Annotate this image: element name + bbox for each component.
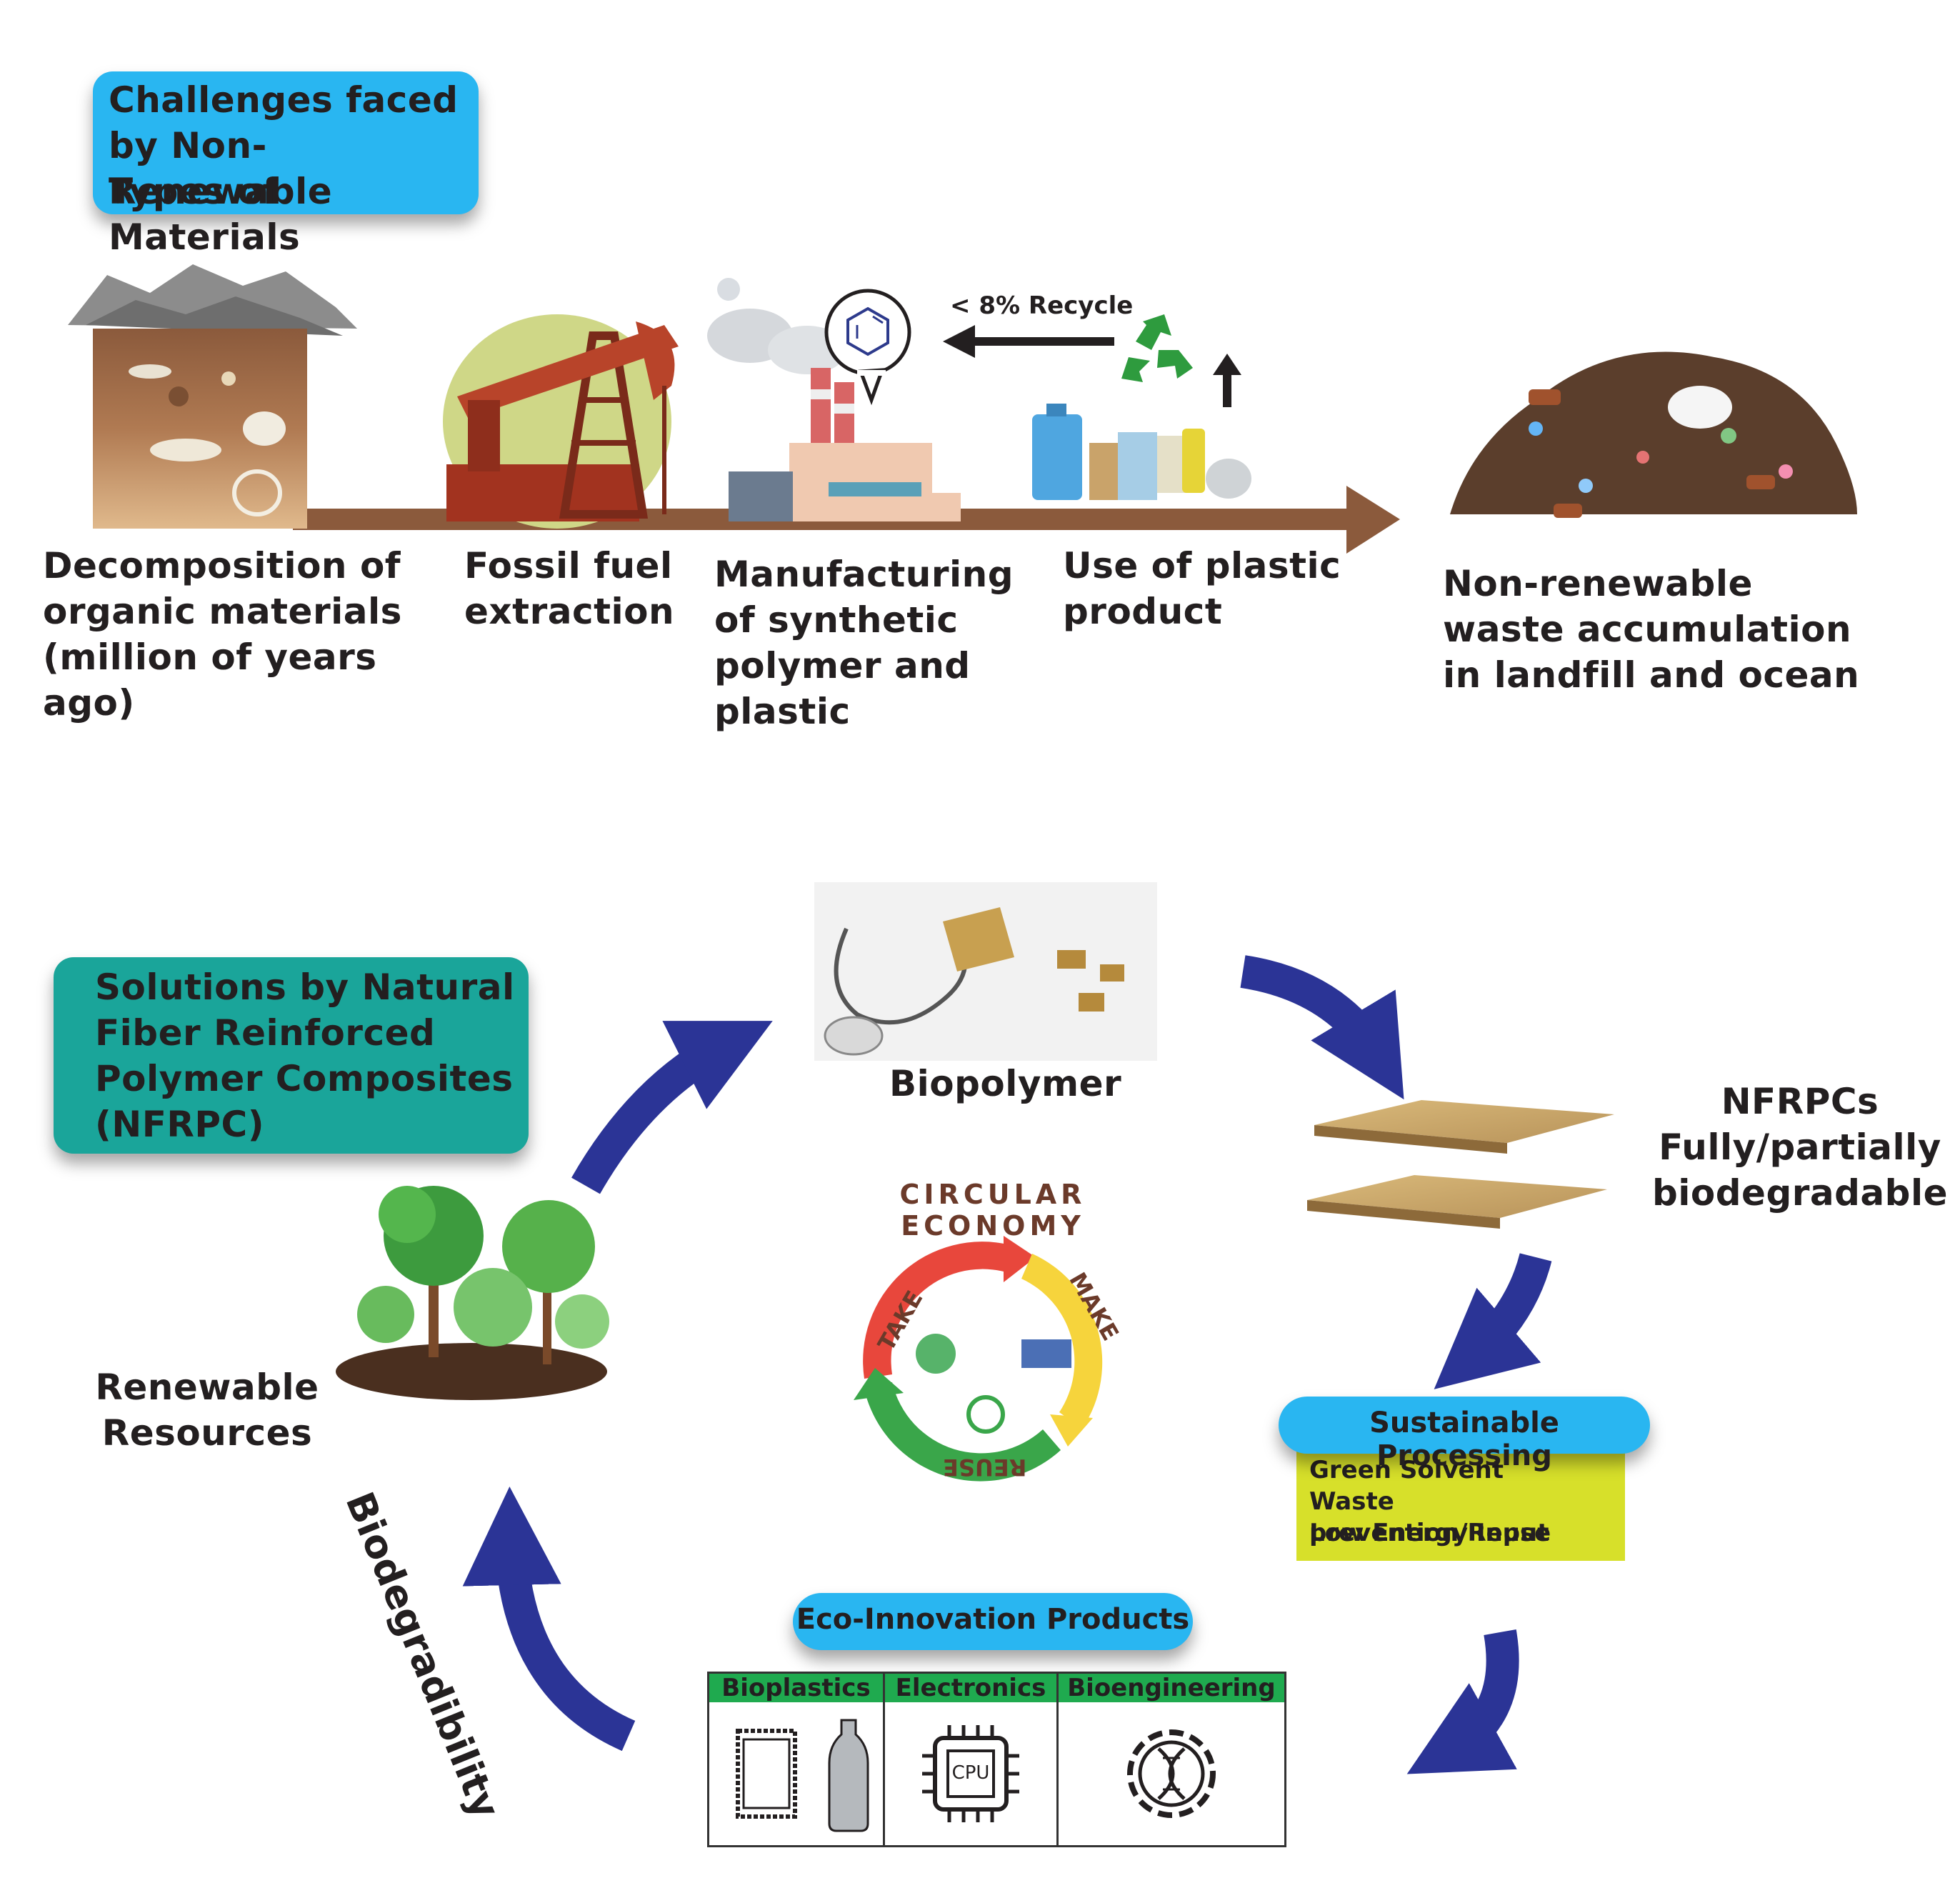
sustainable-item-1: Green Solvent: [1309, 1456, 1504, 1484]
renewable-resources-label: Renewable Resources: [89, 1364, 325, 1456]
nfrpc-line-3: biodegradable: [1651, 1172, 1949, 1214]
recycle-return-arrow: [943, 325, 1114, 358]
bag-and-bottle-icon: [736, 1719, 869, 1832]
stage-decomposition-line-2: organic materials: [43, 591, 402, 632]
landfill-heap-illustration: [1450, 351, 1857, 518]
solutions-title-line-1: Solutions by Natural: [95, 967, 515, 1008]
sustainable-processing-box: Green Solvent Waste prevention/Reuse Low…: [1296, 1450, 1625, 1561]
eco-col-bioplastics: [709, 1702, 885, 1845]
biopolymer-label: Biopolymer: [889, 1063, 1122, 1104]
stage-waste-line-2: waste accumulation: [1443, 609, 1852, 650]
challenges-title-line-3: Types of Materials: [109, 171, 301, 258]
stage-manufacturing-line-3: polymer and: [714, 645, 971, 686]
circular-economy-title: CIRCULAR ECONOMY: [899, 1179, 1086, 1242]
eco-products-table: Bioplastics Electronics Bioengineering C…: [707, 1672, 1286, 1847]
stage-decomposition-line-4: ago): [43, 682, 135, 724]
solutions-title-box: Solutions by Natural Fiber Reinforced Po…: [54, 957, 529, 1154]
stage-manufacturing-line-4: plastic: [714, 691, 851, 732]
solutions-title-line-3: Polymer Composites: [95, 1058, 514, 1099]
cycle-arrows: [462, 955, 1552, 1774]
ce-reuse-label: REUSE: [943, 1454, 1027, 1481]
eco-col-electronics-header: Electronics: [885, 1674, 1059, 1702]
sustainable-processing-title-text: Sustainable Processing: [1369, 1407, 1559, 1472]
fossil-soil-illustration: [68, 264, 357, 529]
nfrpc-line-1: NFRPCs: [1721, 1081, 1879, 1122]
dna-gear-icon: [1127, 1729, 1216, 1818]
cpu-chip-icon: [922, 1725, 1019, 1822]
challenges-title-box: Challenges faced by Non-Renewable Types …: [93, 71, 479, 258]
up-arrow: [1213, 354, 1241, 407]
solutions-title-line-4: (NFRPC): [95, 1104, 265, 1145]
eco-innovation-title-text: Eco-Innovation Products: [796, 1603, 1190, 1636]
benzene-bubble: [824, 289, 911, 406]
eco-col-bioengineering-header: Bioengineering: [1059, 1674, 1284, 1702]
stage-decomposition-line-3: (million of years: [43, 636, 377, 678]
circular-economy-ring: [854, 1236, 1103, 1482]
stage-fossil-extraction: Fossil fuel extraction: [464, 543, 674, 634]
eco-col-bioengineering: [1059, 1702, 1284, 1845]
challenges-title-line-1: Challenges faced: [109, 79, 459, 121]
stage-waste-line-3: in landfill and ocean: [1443, 654, 1860, 696]
challenges-title-line-2: by Non-Renewable: [109, 125, 333, 212]
cpu-label: CPU: [951, 1762, 990, 1784]
stage-waste-accumulation: Non-renewable waste accumulation in land…: [1443, 561, 1859, 698]
forest-illustration: [336, 1186, 609, 1400]
eco-col-electronics: CPU: [885, 1702, 1059, 1845]
stage-use-line-2: product: [1063, 591, 1223, 632]
factory-illustration: [707, 278, 961, 521]
plastic-products-illustration: [1032, 404, 1251, 500]
renewable-line-1: Renewable: [95, 1367, 319, 1408]
stage-manufacturing: Manufacturing of synthetic polymer and p…: [714, 551, 1014, 734]
stage-use-plastic: Use of plastic product: [1063, 543, 1341, 634]
nfrpc-line-2: Fully/partially: [1659, 1127, 1941, 1168]
nfrpc-panels-illustration: [1307, 1100, 1614, 1229]
stage-fossil-line-1: Fossil fuel: [464, 545, 673, 586]
pumpjack-illustration: [443, 314, 679, 529]
biopolymer-illustration: [814, 882, 1157, 1061]
stage-manufacturing-line-2: of synthetic: [714, 599, 959, 641]
solutions-title-line-2: Fiber Reinforced: [95, 1012, 436, 1054]
recycle-symbol: [1121, 314, 1193, 382]
stage-fossil-line-2: extraction: [464, 591, 675, 632]
eco-innovation-title: Eco-Innovation Products: [793, 1593, 1193, 1650]
sustainable-processing-title: Sustainable Processing: [1279, 1397, 1650, 1472]
stage-use-line-1: Use of plastic: [1063, 545, 1341, 586]
sustainable-item-3: Low Energy Input: [1309, 1519, 1549, 1547]
nfrpc-label: NFRPCs Fully/partially biodegradable: [1643, 1079, 1957, 1216]
eco-col-bioplastics-header: Bioplastics: [709, 1674, 885, 1702]
stage-manufacturing-line-1: Manufacturing: [714, 554, 1014, 595]
recycle-note: < 8% Recycle: [950, 291, 1134, 320]
renewable-line-2: Resources: [101, 1412, 313, 1454]
stage-decomposition: Decomposition of organic materials (mill…: [43, 543, 402, 726]
stage-waste-line-1: Non-renewable: [1443, 563, 1753, 604]
stage-decomposition-line-1: Decomposition of: [43, 545, 401, 586]
sustainable-item-2: Waste prevention/Reuse: [1309, 1487, 1551, 1547]
